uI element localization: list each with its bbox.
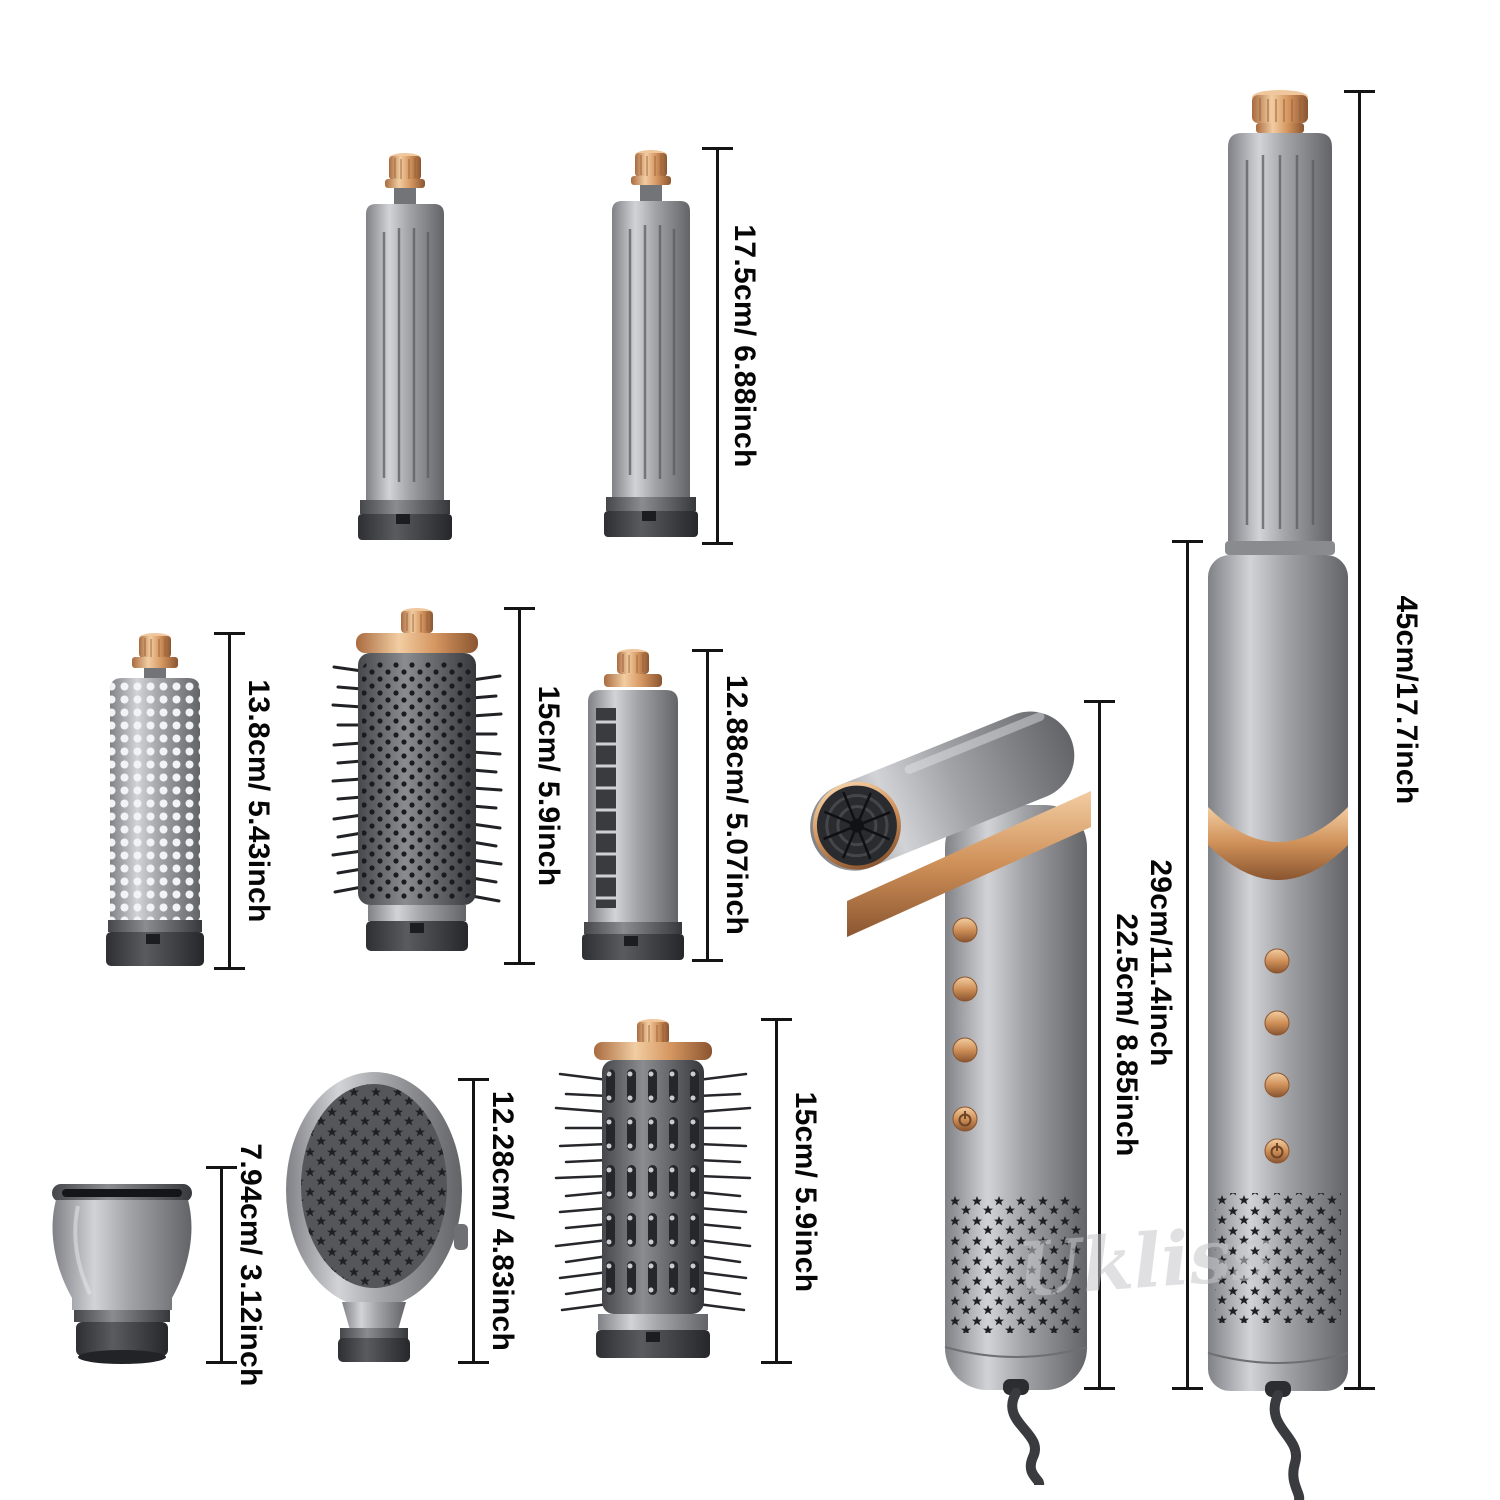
dryer-star-texture: [951, 1195, 1081, 1333]
concentrator-nozzle-illustration: [52, 1184, 192, 1364]
curling-barrel-left: [352, 148, 458, 548]
slot-barrel-illustration: [582, 649, 684, 960]
styler-star-texture: [1215, 1193, 1341, 1323]
dimension-line-hair-dryer: [1084, 700, 1115, 1390]
dryer-button-2: [952, 976, 978, 1002]
brush-pins-right: [696, 1072, 752, 1312]
dimension-line-concentrator-nozzle: [206, 1166, 237, 1364]
brush-pins-left: [554, 1072, 610, 1312]
dimension-line-round-bristle-brush: [761, 1018, 792, 1364]
styler-illustration: [1207, 90, 1349, 1500]
dimension-line-styler-body: [1172, 540, 1203, 1390]
round-bristle-brush-attachment: [538, 1016, 768, 1366]
dryer-button-3: [952, 1037, 978, 1063]
dimension-line-volumizing-brush: [504, 607, 535, 965]
watermark: Ukliss: [1014, 1210, 1276, 1314]
styler-knob: [1252, 95, 1308, 123]
dimension-label-paddle-brush: 12.28cm/ 4.83inch: [486, 1090, 519, 1352]
dimension-line-slot-barrel: [692, 649, 723, 962]
dimension-label-concentrator-nozzle: 7.94cm/ 3.12inch: [234, 1143, 267, 1387]
dryer-buttons: [952, 917, 978, 1132]
dryer-button-1: [952, 917, 978, 943]
dimension-label-curling-barrel: 17.5cm/ 6.88inch: [728, 224, 761, 468]
mesh-diffuser-illustration: [106, 633, 204, 966]
curling-barrel-illustration: [604, 150, 698, 537]
concentrator-nozzle: [36, 1178, 208, 1366]
curling-barrel-illustration: [358, 153, 452, 540]
paddle-brush-illustration: [286, 1072, 468, 1362]
styler-copper-accent: [1208, 807, 1348, 880]
dryer-head: [810, 711, 1075, 871]
styler-cable: [1269, 1390, 1305, 1500]
dimension-line-styler-total: [1344, 90, 1375, 1390]
round-bristle-brush-illustration: [554, 1019, 752, 1358]
styler-button-1: [1264, 948, 1290, 974]
hair-dryer-illustration: [810, 711, 1091, 1485]
mesh-diffuser-attachment: [92, 628, 218, 974]
slot-barrel-attachment: [572, 646, 694, 964]
brush-bristles-left: [331, 665, 364, 894]
styler-button-2: [1264, 1010, 1290, 1036]
curling-barrel-right: [598, 145, 704, 545]
dimension-label-volumizing-brush: 15cm/ 5.9inch: [532, 685, 565, 887]
paddle-hinge: [454, 1224, 468, 1250]
volumizing-brush-illustration: [331, 608, 503, 951]
volumizing-brush-attachment: [328, 605, 506, 967]
styler-buttons: [1264, 948, 1290, 1164]
dimension-line-paddle-brush: [458, 1078, 489, 1364]
styler-button-3: [1264, 1072, 1290, 1098]
dimension-label-styler-total: 45cm/17.7inch: [1390, 595, 1423, 805]
dimension-label-styler-body: 29cm/11.4inch: [1144, 859, 1177, 1067]
paddle-brush-attachment: [282, 1066, 470, 1364]
styler-unit: [1205, 85, 1350, 1500]
dryer-cable: [1007, 1388, 1045, 1485]
dimension-line-mesh-diffuser: [214, 632, 245, 970]
dimension-line-curling-barrel: [702, 147, 733, 545]
dimension-label-hair-dryer: 22.5cm/ 8.85inch: [1110, 913, 1143, 1157]
dimension-label-slot-barrel: 12.88cm/ 5.07inch: [720, 674, 753, 936]
dimension-label-mesh-diffuser: 13.8cm/ 5.43inch: [242, 679, 275, 923]
dryer-copper-accent: [847, 791, 1091, 937]
brush-bristles-right: [470, 674, 503, 903]
hair-dryer-unit: [795, 695, 1105, 1485]
